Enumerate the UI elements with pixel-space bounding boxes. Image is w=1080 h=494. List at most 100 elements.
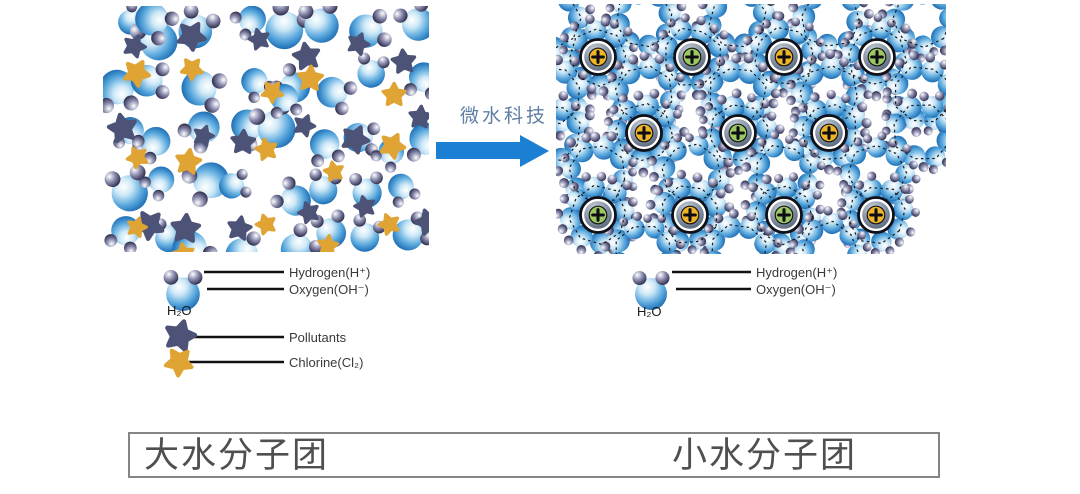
water-molecule	[219, 168, 252, 199]
water-molecule	[939, 8, 946, 29]
pollutant-icon	[123, 34, 147, 59]
water-molecule	[225, 231, 261, 252]
hydrogen-bond-ring	[754, 185, 814, 247]
water-molecule	[895, 160, 921, 184]
water-molecule	[789, 238, 815, 254]
water-molecule	[104, 164, 148, 212]
water-molecule	[752, 72, 781, 99]
chlorine-icon	[379, 132, 407, 160]
pollutant-icon	[347, 32, 371, 56]
water-molecule	[556, 90, 581, 121]
chlorine-icon	[377, 213, 400, 236]
water-molecule	[841, 102, 872, 130]
water-molecule	[841, 4, 869, 11]
water-molecule	[880, 172, 911, 202]
positive-ion	[579, 38, 617, 76]
water-molecule	[509, 64, 543, 98]
chlorine-icon	[322, 160, 344, 182]
arrow-label: 微水科技	[459, 106, 548, 127]
legend-left-glyphs	[163, 270, 284, 378]
water-molecule	[921, 52, 946, 83]
pollutant-icon	[106, 112, 137, 144]
water-molecule	[647, 156, 676, 182]
pollutant-icon	[390, 48, 417, 74]
chlorine-icon	[123, 60, 152, 88]
water-molecule	[884, 4, 915, 11]
pollutant-icon	[296, 201, 319, 225]
chlorine-icon	[125, 146, 149, 170]
hydrogen-bond-ring	[801, 4, 861, 47]
pollutant-icon	[176, 21, 207, 52]
pollutant-icon	[170, 212, 202, 243]
legend-right-oxygen-label: Oxygen(OH⁻)	[756, 282, 836, 297]
water-molecule	[556, 153, 581, 179]
water-molecule	[820, 0, 846, 3]
pollutant-icon	[247, 27, 270, 51]
water-molecule	[604, 174, 632, 204]
water-molecule	[936, 128, 946, 153]
water-molecule	[605, 4, 632, 14]
cluster-banner: 大水分子团 小水分子团	[128, 432, 940, 478]
hydrogen-bond-ring	[754, 26, 814, 85]
water-molecule	[935, 103, 946, 133]
water-molecule	[881, 112, 906, 136]
water-molecule	[229, 6, 266, 41]
water-molecule	[316, 76, 358, 116]
positive-ion	[625, 114, 663, 152]
pollutant-icon	[341, 125, 371, 155]
chlorine-icon	[260, 81, 284, 104]
pollutant-icon	[133, 211, 165, 241]
water-molecule	[713, 208, 741, 238]
water-molecule	[528, 51, 561, 85]
water-molecule	[139, 166, 175, 202]
hydrogen-bond-ring	[556, 106, 581, 162]
water-molecule	[738, 212, 766, 239]
water-molecule	[388, 173, 421, 208]
water-molecule	[404, 62, 429, 100]
pollutant-icon	[408, 104, 429, 129]
water-molecule	[509, 6, 539, 35]
hydrogen-bond-ring	[894, 66, 946, 123]
water-molecule	[538, 0, 564, 3]
positive-ion	[579, 196, 617, 234]
hydrogen-bond-ring	[568, 184, 627, 246]
water-molecule	[632, 271, 670, 310]
hydrogen-bond-ring	[756, 144, 812, 201]
water-molecule	[393, 6, 429, 41]
water-molecule	[893, 194, 920, 221]
water-molecule	[515, 0, 547, 15]
water-molecule	[716, 88, 745, 119]
water-molecule	[821, 206, 848, 235]
water-molecule	[699, 247, 725, 254]
pollutant-legend-icon	[165, 319, 198, 353]
water-molecule	[840, 137, 866, 165]
water-molecule	[666, 13, 692, 41]
water-molecule	[839, 219, 866, 246]
water-molecule	[854, 171, 883, 200]
hydrogen-bond-ring	[711, 224, 768, 254]
hydrogen-bond-ring	[893, 104, 946, 160]
water-molecule	[559, 182, 589, 211]
small-cluster-label: 小水分子团	[672, 436, 858, 475]
chlorine-legend-icon	[163, 348, 194, 378]
chlorine-icon	[297, 64, 324, 91]
water-molecule	[786, 79, 814, 106]
legend-left-hydrogen-label: Hydrogen(H⁺)	[289, 265, 371, 280]
water-molecule	[833, 163, 861, 189]
water-molecule	[584, 14, 611, 43]
hydrogen-bond-ring	[707, 4, 767, 48]
chlorine-icon	[254, 213, 276, 236]
water-molecule	[633, 88, 660, 117]
water-molecule	[937, 73, 946, 96]
water-molecule	[738, 53, 768, 84]
positive-ion	[765, 196, 803, 234]
water-molecule	[825, 89, 851, 118]
chlorine-icon	[172, 242, 195, 252]
water-molecule	[556, 207, 583, 235]
hydrogen-bond-ring	[661, 143, 722, 204]
pollutant-icon	[353, 195, 376, 218]
water-molecule	[690, 172, 718, 203]
chlorine-icon	[381, 81, 407, 107]
chlorine-icon	[317, 234, 340, 252]
